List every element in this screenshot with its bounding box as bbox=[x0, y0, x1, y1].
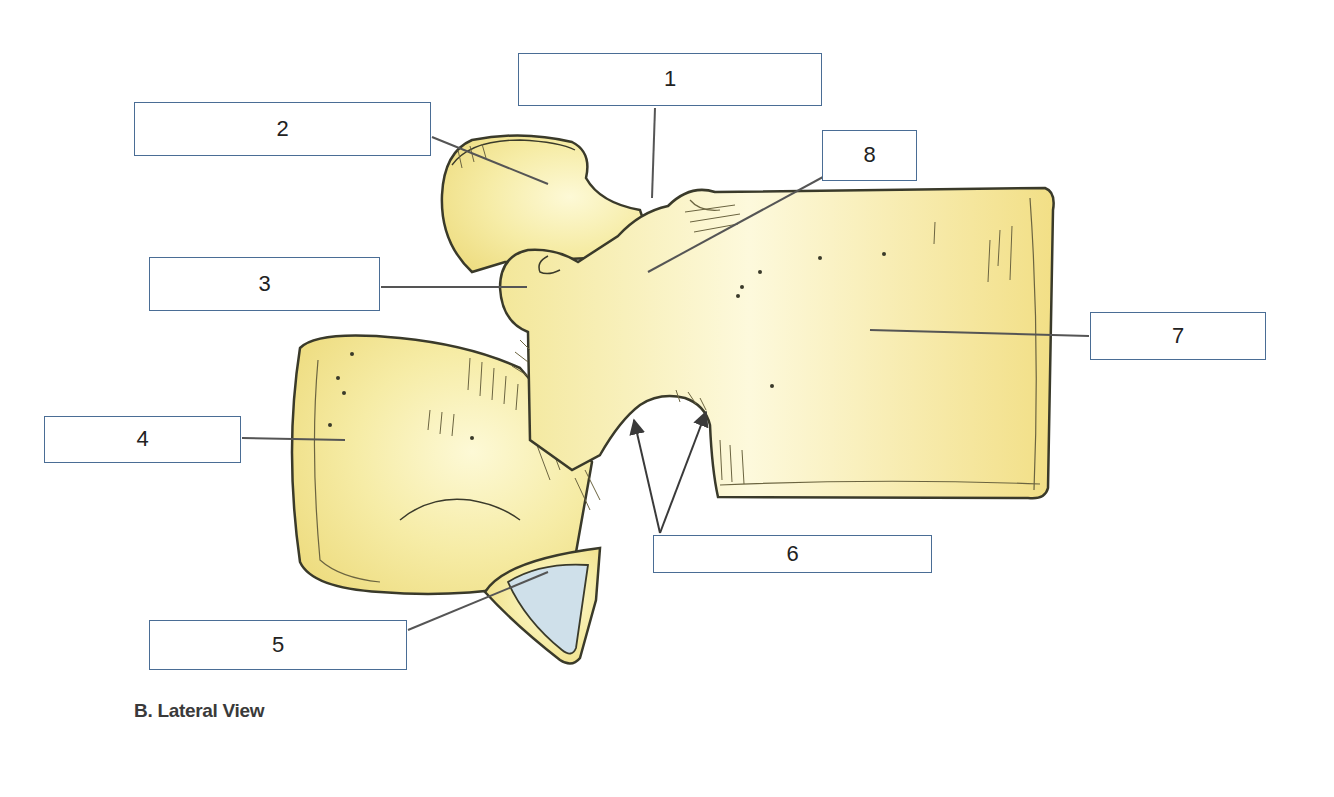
leader-line bbox=[648, 171, 834, 272]
leader-line bbox=[381, 286, 527, 288]
body-rim-right bbox=[1030, 198, 1036, 490]
leader-line bbox=[652, 108, 655, 198]
leader-line bbox=[242, 438, 345, 440]
label-box: 6 bbox=[653, 535, 932, 573]
callout-number: 1 bbox=[664, 67, 676, 91]
label-box: 1 bbox=[518, 53, 822, 106]
label-box: 3 bbox=[149, 257, 380, 311]
callout-number: 2 bbox=[276, 117, 288, 141]
callout-number: 6 bbox=[786, 542, 798, 566]
body-hatching bbox=[512, 205, 1012, 510]
callout-number: 4 bbox=[136, 427, 148, 451]
callout-number: 7 bbox=[1172, 324, 1184, 348]
spinous-foramina bbox=[328, 352, 474, 440]
leader-line bbox=[870, 330, 1089, 336]
leader-arrow bbox=[660, 412, 706, 533]
transverse-knob-edge bbox=[539, 256, 560, 274]
figure-caption: B. Lateral View bbox=[134, 700, 264, 722]
label-box: 5 bbox=[149, 620, 407, 670]
leader-line bbox=[432, 137, 548, 184]
inferior-articular-process bbox=[485, 548, 600, 664]
callout-number: 5 bbox=[272, 633, 284, 657]
leader-lines bbox=[242, 108, 1089, 630]
articular-facet bbox=[508, 565, 588, 654]
label-box: 8 bbox=[822, 130, 917, 181]
label-box: 4 bbox=[44, 416, 241, 463]
body-foramina bbox=[736, 252, 886, 388]
leader-arrow bbox=[634, 420, 660, 533]
superior-hatching bbox=[458, 144, 486, 168]
vertebral-body bbox=[500, 188, 1054, 498]
label-box: 2 bbox=[134, 102, 431, 156]
label-box: 7 bbox=[1090, 312, 1266, 360]
leader-line bbox=[408, 572, 548, 630]
callout-number: 8 bbox=[863, 143, 875, 167]
body-rim-bottom bbox=[720, 481, 1040, 485]
notch-arrows bbox=[634, 412, 706, 533]
spinous-rim bbox=[314, 360, 380, 582]
callout-number: 3 bbox=[258, 272, 270, 296]
spinous-ridge bbox=[400, 499, 520, 520]
